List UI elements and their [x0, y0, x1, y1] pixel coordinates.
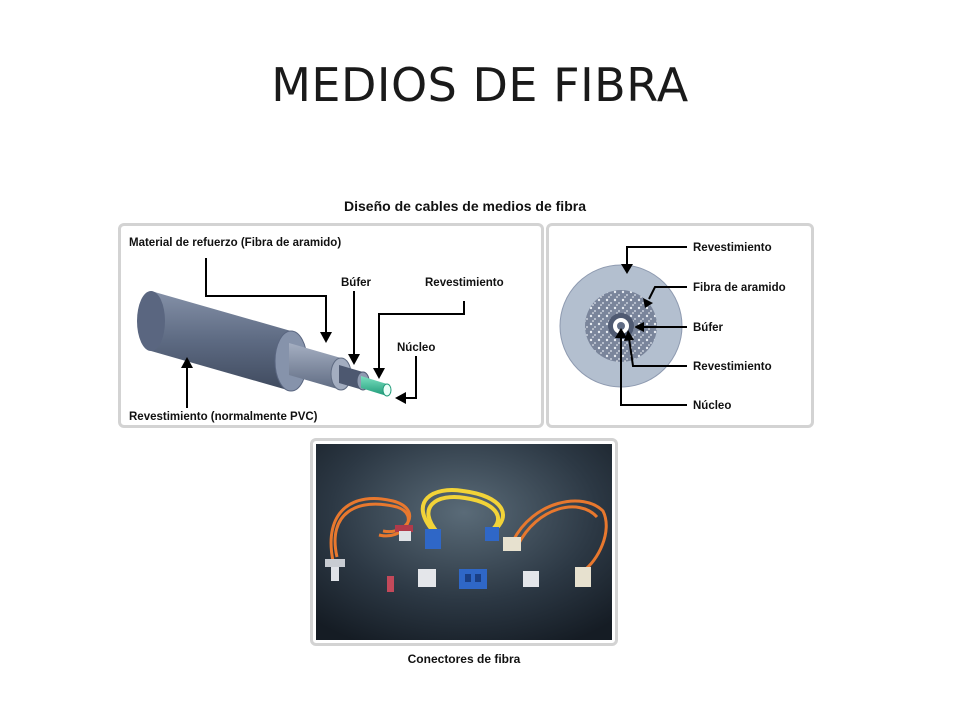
- label-outer-jacket: Revestimiento (normalmente PVC): [129, 411, 318, 423]
- label-cladding: Revestimiento: [425, 277, 504, 289]
- connectors-photo-panel: [310, 438, 618, 646]
- cable-side-diagram: Material de refuerzo (Fibra de aramido) …: [129, 237, 504, 423]
- core-dot: [617, 322, 625, 330]
- label-cladding-cross: Revestimiento: [693, 361, 772, 373]
- cross-section-diagram: Revestimiento Fibra de aramido Búfer Rev…: [559, 242, 786, 412]
- arrow-heads: [181, 332, 406, 404]
- adapters-row: [387, 569, 539, 592]
- label-strength-material: Material de refuerzo (Fibra de aramido): [129, 237, 341, 249]
- figure-title: Diseño de cables de medios de fibra: [344, 198, 586, 214]
- photo-background: [316, 444, 612, 640]
- label-arrows: [186, 258, 465, 408]
- connectors-photo: [316, 444, 612, 640]
- cross-arrow-heads: [615, 264, 653, 341]
- cross-arrows: [620, 246, 687, 406]
- label-jacket: Revestimiento: [693, 242, 772, 254]
- label-core: Núcleo: [397, 342, 435, 354]
- connector-st-left: [325, 525, 413, 581]
- fiber-core: [361, 376, 392, 397]
- cable-side-view-panel: Material de refuerzo (Fibra de aramido) …: [118, 223, 544, 428]
- slide-title: MEDIOS DE FIBRA: [271, 58, 689, 112]
- label-buffer-cross: Búfer: [693, 322, 724, 334]
- yellow-cable: [420, 488, 505, 535]
- label-core-cross: Núcleo: [693, 400, 731, 412]
- cross-section-panel: Revestimiento Fibra de aramido Búfer Rev…: [546, 223, 814, 428]
- connector-sc-beige: [503, 537, 591, 587]
- connector-sc-blue: [425, 527, 499, 549]
- orange-cable-right: [511, 499, 608, 573]
- label-aramid-fiber: Fibra de aramido: [693, 282, 786, 294]
- label-buffer: Búfer: [341, 277, 372, 289]
- photo-caption: Conectores de fibra: [407, 652, 521, 666]
- outer-jacket: [137, 291, 308, 392]
